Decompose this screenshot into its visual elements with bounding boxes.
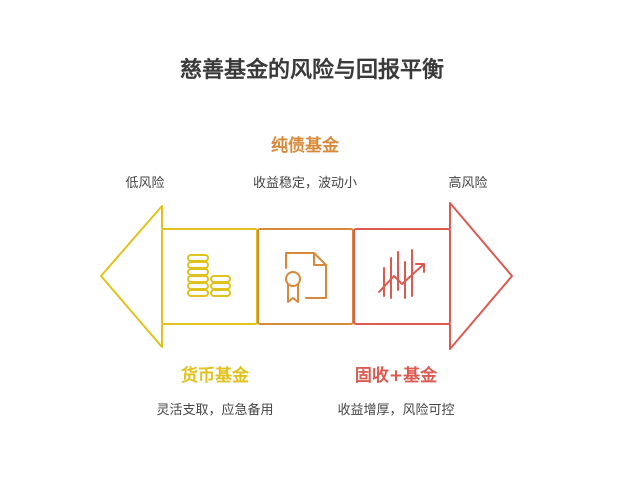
fund-desc-fixed-income-plus: 收益增厚，风险可控	[337, 403, 455, 418]
fund-name-fixed-income-plus: 固收+基金	[354, 366, 438, 386]
page-title: 慈善基金的风险与回报平衡	[179, 58, 444, 83]
high-risk-label: 高风险	[448, 176, 488, 191]
fixed-income-plus-box	[353, 228, 451, 325]
low-risk-arrow	[100, 205, 163, 348]
fund-name-bond: 纯债基金	[271, 136, 339, 156]
bond-fund-box	[257, 228, 354, 325]
low-risk-label: 低风险	[125, 176, 165, 191]
high-risk-arrow	[449, 202, 513, 350]
fund-desc-bond: 收益稳定，波动小	[252, 176, 357, 191]
coins-icon	[187, 254, 231, 297]
rising-chart-icon	[378, 249, 425, 299]
fund-name-money: 货币基金	[181, 366, 249, 386]
money-fund-box	[161, 228, 258, 325]
fund-desc-money: 灵活支取，应急备用	[156, 403, 274, 418]
certificate-document-icon	[285, 252, 327, 303]
